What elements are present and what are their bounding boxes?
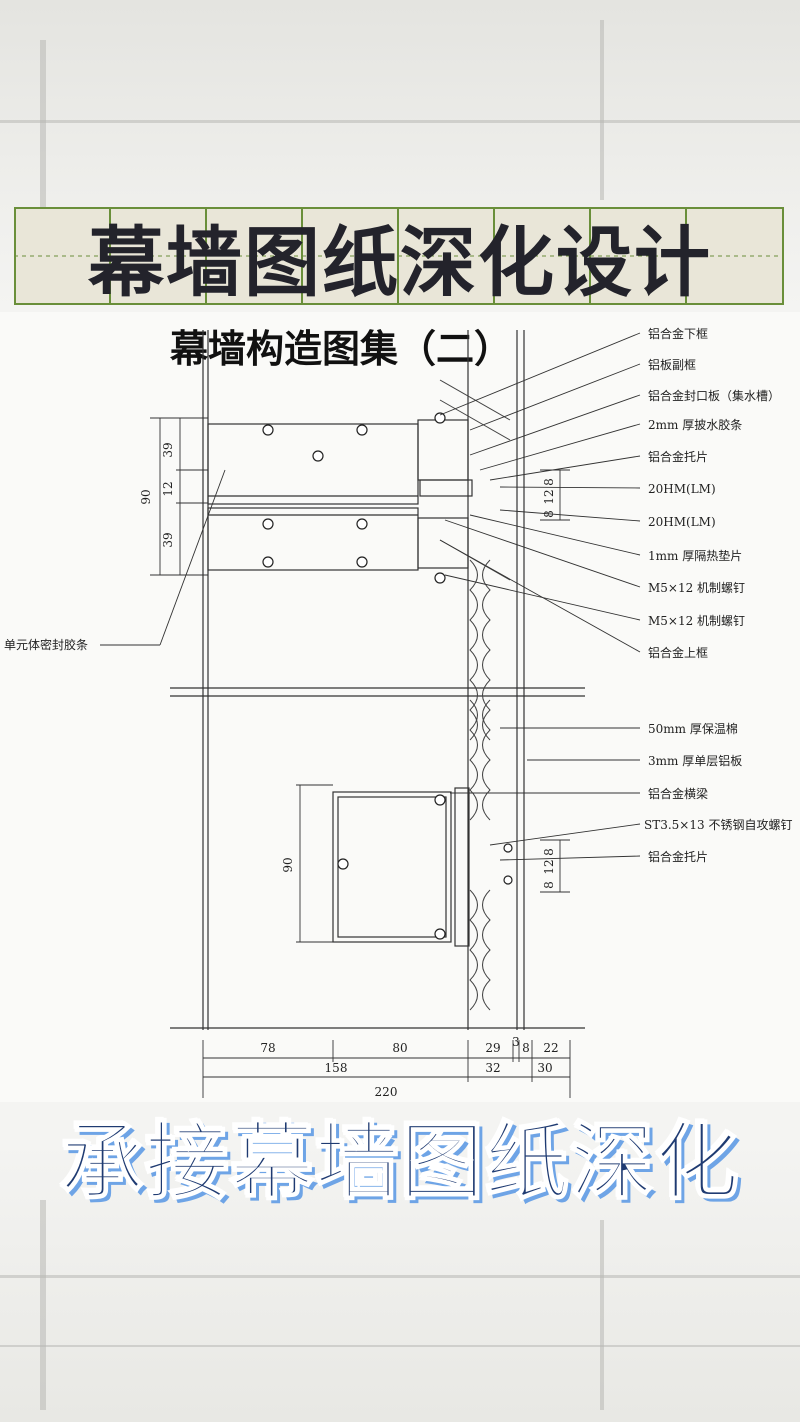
dim-label: 12 — [161, 481, 175, 496]
dim-label: 8 — [542, 510, 556, 518]
bg-line — [0, 1275, 800, 1278]
drawing-sheet — [0, 312, 800, 1102]
callout-label: ST3.5×13 不锈钢自攻螺钉 — [644, 818, 792, 832]
title-grid — [14, 207, 784, 305]
callout-label: 20HM(LM) — [648, 482, 716, 496]
callout-label: 铝合金下框 — [648, 326, 708, 341]
callout-label: M5×12 机制螺钉 — [648, 581, 745, 595]
page-subtitle: 幕墙构造图集（二） — [170, 327, 513, 371]
left-callout-label: 单元体密封胶条 — [4, 637, 88, 652]
callout-label: 铝板副框 — [648, 357, 696, 372]
dim-label: 39 — [161, 532, 175, 547]
callout-label: 铝合金封口板（集水槽） — [648, 388, 780, 403]
dim-label: 39 — [161, 442, 175, 457]
callout-label: 铝合金上框 — [648, 645, 708, 660]
bottom-banner: 承接幕墙图纸深化 — [59, 1112, 740, 1212]
dim-label: 90 — [281, 857, 295, 872]
dim-label: 32 — [485, 1061, 500, 1075]
dim-label: 220 — [375, 1085, 398, 1099]
dim-label: 22 — [543, 1041, 558, 1055]
callout-label: 铝合金托片 — [648, 449, 708, 464]
bg-line — [0, 120, 800, 123]
dim-label: 80 — [392, 1041, 407, 1055]
callout-label: 20HM(LM) — [648, 515, 716, 529]
callout-label: 50mm 厚保温棉 — [648, 722, 738, 736]
callout-label: 3mm 厚单层铝板 — [648, 753, 742, 768]
bg-line — [40, 40, 46, 210]
dim-label: 3 — [512, 1035, 520, 1049]
callout-label: 铝合金横梁 — [648, 786, 708, 801]
dim-label: 8 — [522, 1041, 530, 1055]
page-title: 幕墙图纸深化设计 — [88, 218, 712, 307]
bg-line — [600, 1220, 604, 1410]
callout-label: 铝合金托片 — [648, 849, 708, 864]
dim-label: 29 — [485, 1041, 500, 1055]
bg-line — [600, 20, 604, 200]
callout-label: M5×12 机制螺钉 — [648, 614, 745, 628]
callout-label: 1mm 厚隔热垫片 — [648, 548, 742, 563]
bg-line — [0, 1345, 800, 1347]
dim-label: 12 — [542, 489, 556, 504]
dim-label: 12 — [542, 859, 556, 874]
dim-label: 8 — [542, 848, 556, 856]
dim-label: 8 — [542, 478, 556, 486]
callout-label: 2mm 厚披水胶条 — [648, 417, 742, 432]
dim-label: 90 — [139, 489, 153, 504]
dim-label: 78 — [260, 1041, 275, 1055]
dim-label: 30 — [537, 1061, 552, 1075]
curtain-wall-section-drawing: 铝合金下框 铝板副框 铝合金封口板（集水槽） 2mm 厚披水胶条 铝合金托片 2… — [4, 326, 792, 1099]
dim-label: 8 — [542, 881, 556, 889]
dim-label: 158 — [325, 1061, 348, 1075]
bg-line — [40, 1200, 46, 1410]
